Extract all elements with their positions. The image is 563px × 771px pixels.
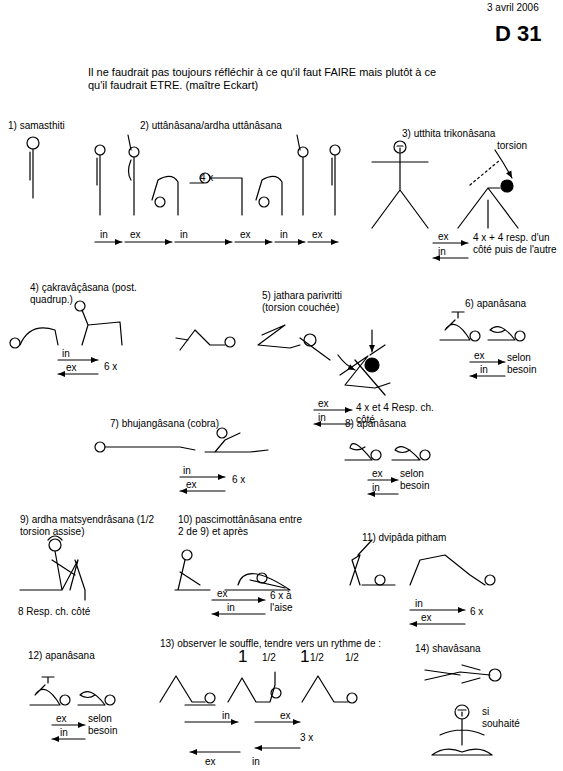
sheet-label: 5) jathara parivritti (torsion couchée)	[262, 290, 377, 314]
sheet-title: D 31	[495, 22, 541, 46]
sheet-label: 14) shavâsana	[415, 643, 481, 655]
sheet-label: 8 Resp. ch. côté	[18, 606, 90, 618]
sheet-label: 13) observer le souffle, tendre vers un …	[160, 638, 392, 650]
sheet-label: 6 x	[470, 606, 483, 618]
sheet-label: ex	[66, 362, 77, 374]
sheet-label: ex	[186, 479, 197, 491]
sheet-label: 3 x	[300, 732, 313, 744]
sheet-label: ex	[280, 710, 291, 722]
sheet-label: 1	[238, 647, 247, 666]
sheet-label: ex	[217, 588, 228, 600]
sheet-label: ex	[312, 229, 323, 241]
sheet-label: ex	[130, 229, 141, 241]
sheet-label: in	[372, 482, 380, 494]
sheet-label: 2) uttânâsana/ardha uttânâsana	[140, 120, 282, 132]
sheet-label: 6) apanâsana	[465, 298, 526, 310]
sheet-label: 1/2	[262, 652, 276, 664]
sheet-label: ex	[438, 231, 449, 243]
sheet-label: 4) çakravâçâsana (post. quadrup.)	[30, 282, 145, 306]
sheet-label: ex	[56, 713, 67, 725]
sheet-label: 6 x à l'aise	[270, 590, 312, 614]
sheet-label: 3 avril 2006	[487, 2, 539, 14]
sheet-label: selon besoin	[88, 713, 130, 737]
sheet-label: in	[480, 364, 488, 376]
sheet-label: selon besoin	[400, 468, 442, 492]
sheet-label: 9) ardha matsyendrâsana (1/2 torsion ass…	[20, 514, 160, 538]
sheet-label: in	[222, 710, 230, 722]
sheet-label: 4 x	[200, 172, 213, 184]
sheet-label: 3) utthita trikonâsana	[402, 128, 495, 140]
sheet-label: 1	[300, 647, 309, 666]
sheet-label: ex	[474, 350, 485, 362]
sheet-label: 4 x + 4 resp. d'un côté puis de l'autre	[473, 232, 558, 256]
sheet-label: in	[183, 465, 191, 477]
sheet-label: Il ne faudrait pas toujours réfléchir à …	[88, 66, 438, 92]
sheet-label: in	[252, 756, 260, 768]
sheet-label: 1) samasthiti	[8, 120, 65, 132]
sheet-label: in	[60, 727, 68, 739]
sheet-label: 1/2	[310, 652, 324, 664]
sheet-label: 10) pascimottânâsana entre 2 de 9) et ap…	[178, 514, 303, 538]
sheet-label: ex	[318, 398, 329, 410]
sheet-label: 7) bhujangâsana (cobra)	[110, 418, 219, 430]
sheet-label: ex	[372, 468, 383, 480]
sheet-label: 6 x	[104, 361, 117, 373]
sheet-label: in	[180, 229, 188, 241]
sheet-label: 8) apanâsana	[345, 418, 406, 430]
sheet-label: in	[438, 246, 446, 258]
sheet-label: in	[280, 229, 288, 241]
sheet-label: ex	[205, 756, 216, 768]
sheet-label: in	[318, 412, 326, 424]
sheet-label: in	[415, 598, 423, 610]
sheet-label: in	[62, 348, 70, 360]
sheet-label: 1/2	[345, 652, 359, 664]
sheet-label: 11) dvipâda pitham	[362, 532, 446, 544]
sheet-label: in	[100, 229, 108, 241]
sheet-label: torsion	[497, 140, 527, 152]
sheet-label: 6 x	[232, 474, 245, 486]
sheet-label: ex	[240, 229, 251, 241]
sheet-label: 12) apanâsana	[28, 650, 95, 662]
sheet-label: si souhaité	[482, 706, 527, 730]
sheet-label: ex	[421, 612, 432, 624]
sheet-label: selon besoin	[507, 352, 549, 376]
sheet-label: in	[227, 602, 235, 614]
